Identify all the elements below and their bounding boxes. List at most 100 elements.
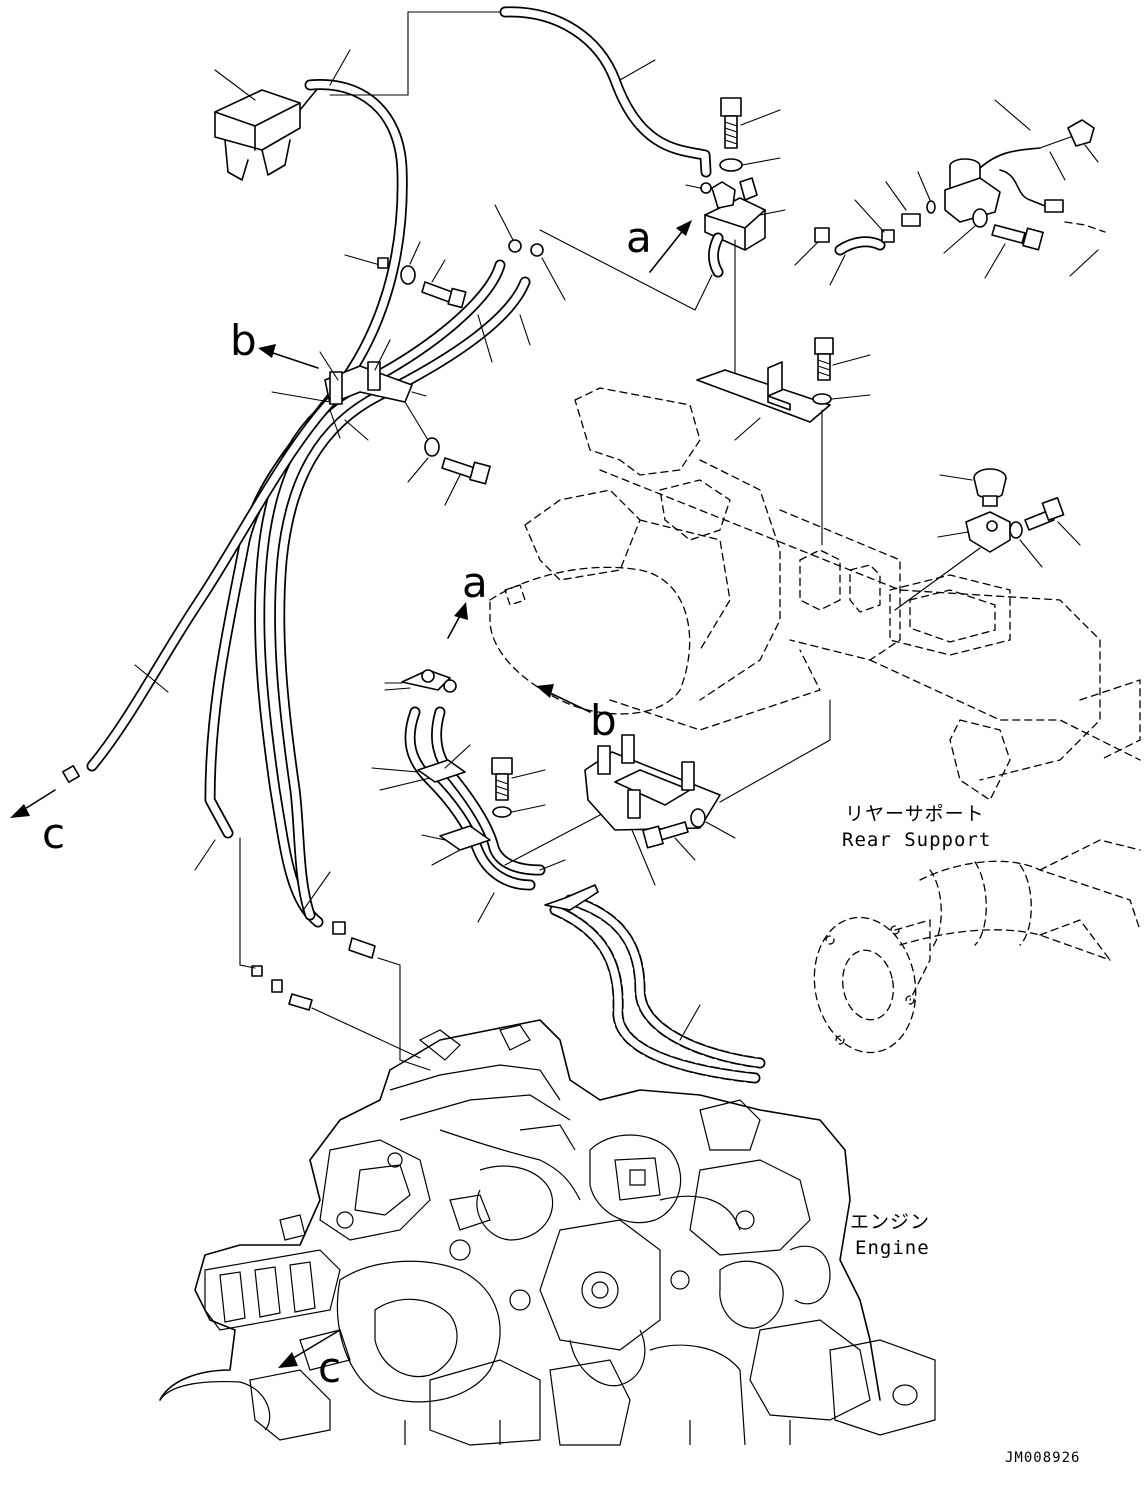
connector-tr (1067, 119, 1095, 147)
leader-washer-right (943, 225, 976, 254)
o-ring (926, 200, 936, 214)
ref-line-frame-sensor (894, 547, 981, 611)
leader-harness (994, 99, 1031, 131)
leader-hose-to-c (134, 664, 169, 693)
label-b-mid: b (590, 696, 617, 745)
bracket-upper (696, 361, 831, 423)
leader-hose-pair (477, 314, 493, 363)
leader-clamp-mid-4 (421, 834, 446, 841)
leader-fitting-b (854, 199, 885, 233)
label-c-bottom: c (318, 1343, 341, 1392)
engine-label-en: Engine (855, 1237, 930, 1259)
washer-right (972, 208, 988, 228)
ref-line-fitting-eng-2 (311, 1007, 421, 1059)
fittings-lower-left (251, 921, 376, 1011)
dashed-hoses-lower (544, 884, 766, 1084)
leader-fitting-c (885, 181, 907, 211)
leader-fitting-tr (794, 239, 821, 266)
clamp-ring-2 (443, 679, 457, 693)
ref-line-bracket-lower (504, 814, 601, 866)
leader-clamp-mid-1 (371, 767, 419, 773)
leader-bolt-right (984, 243, 1006, 279)
nut-top (700, 182, 712, 194)
leader-clamp-b-4 (344, 419, 369, 441)
rear-support-label-en: Rear Support (842, 829, 991, 851)
leader-hose-assembly-lower (477, 892, 495, 923)
leader-washer-left-upper (409, 241, 421, 265)
fitting-b (881, 229, 895, 243)
ref-line-bracket-to-frame (719, 699, 831, 803)
leader-hose-end (539, 859, 566, 871)
clamp-ring-1 (421, 669, 435, 683)
clamp-b (324, 361, 413, 405)
leader-o-ring (917, 171, 931, 201)
valve-block (704, 177, 766, 278)
leader-clamp-mid-2 (379, 777, 431, 791)
rear-support (899, 839, 1141, 961)
view-a-ref-line (539, 229, 713, 311)
bolt-bracket-lower (642, 821, 689, 849)
leader-washer-sensor (1019, 539, 1043, 568)
elbow-hose-right (834, 236, 886, 256)
bracket-lower (584, 734, 721, 831)
washer-top (719, 158, 743, 172)
fitting-c (901, 213, 921, 227)
small-bracket (1064, 221, 1106, 233)
hose-top-arch (499, 6, 712, 178)
hose-clamp-2 (530, 243, 544, 257)
connection-line-top (329, 11, 506, 96)
leader-sensor-mount (937, 531, 969, 538)
leader-bolt-top (740, 109, 781, 126)
relay-box (214, 84, 331, 181)
leader-clamp-b-6 (374, 339, 391, 371)
leader-hose-lower-left (194, 839, 216, 871)
leader-connector-tr (1084, 144, 1099, 163)
washer-left-lower (424, 437, 440, 457)
sensor-mount (965, 511, 1011, 553)
leader-hose-lower-mid (301, 871, 331, 913)
leader-hose-top (329, 49, 351, 86)
pressure-sensor (973, 468, 1007, 507)
leader-top-arch (619, 59, 656, 81)
drawing-code: JM008926 (1005, 1450, 1080, 1466)
leader-washer-bracket-lower (705, 821, 736, 839)
hose-clip (377, 257, 389, 269)
arrow-b-top (269, 351, 319, 369)
leader-valve (759, 209, 786, 216)
leader-washer-left-lower (407, 457, 429, 483)
ref-line-washer (404, 401, 429, 441)
rear-support-label-jp: リヤーサポート (845, 803, 985, 825)
washer-bracket-upper (812, 393, 832, 405)
label-c-left: c (42, 809, 65, 858)
leader-box (214, 69, 256, 101)
engine-label-jp: エンジン (850, 1211, 930, 1233)
label-b-top: b (230, 316, 257, 365)
leader-bracket-lower (631, 829, 656, 886)
leader-washer-bracket-upper (831, 394, 871, 400)
washer-left-upper (400, 265, 416, 285)
bolt-top (720, 97, 742, 149)
leader-bolt-bracket-upper (832, 354, 871, 366)
leader-small-bracket (1069, 249, 1099, 277)
bolt-bracket-upper (814, 337, 834, 381)
leader-bolt-sensor (1057, 521, 1081, 546)
bolt-right (991, 224, 1044, 251)
leader-small-clamp-top-2 (384, 687, 411, 691)
hose-clamp-1 (508, 239, 522, 253)
leader-clamp-b-2 (271, 391, 331, 403)
leader-bolt-lower-mid (511, 769, 546, 779)
leader-clamp-mid-5 (431, 849, 461, 866)
leader-bolt-bracket-lower (674, 837, 696, 861)
washer-lower-mid (492, 806, 512, 818)
leader-bolt-left-lower (444, 474, 461, 506)
leader-clamp-b-5 (411, 391, 427, 397)
harness-wire-2 (999, 169, 1046, 207)
leader-hose-clamp-2 (541, 257, 566, 301)
arrow-b-mid (547, 691, 591, 713)
hose-pair-upper (254, 259, 531, 928)
bolt-left-upper (421, 281, 467, 309)
washer-sensor (1009, 521, 1023, 539)
leader-clamp-b-1 (319, 351, 339, 381)
leader-clamp-mid-3 (444, 744, 471, 769)
